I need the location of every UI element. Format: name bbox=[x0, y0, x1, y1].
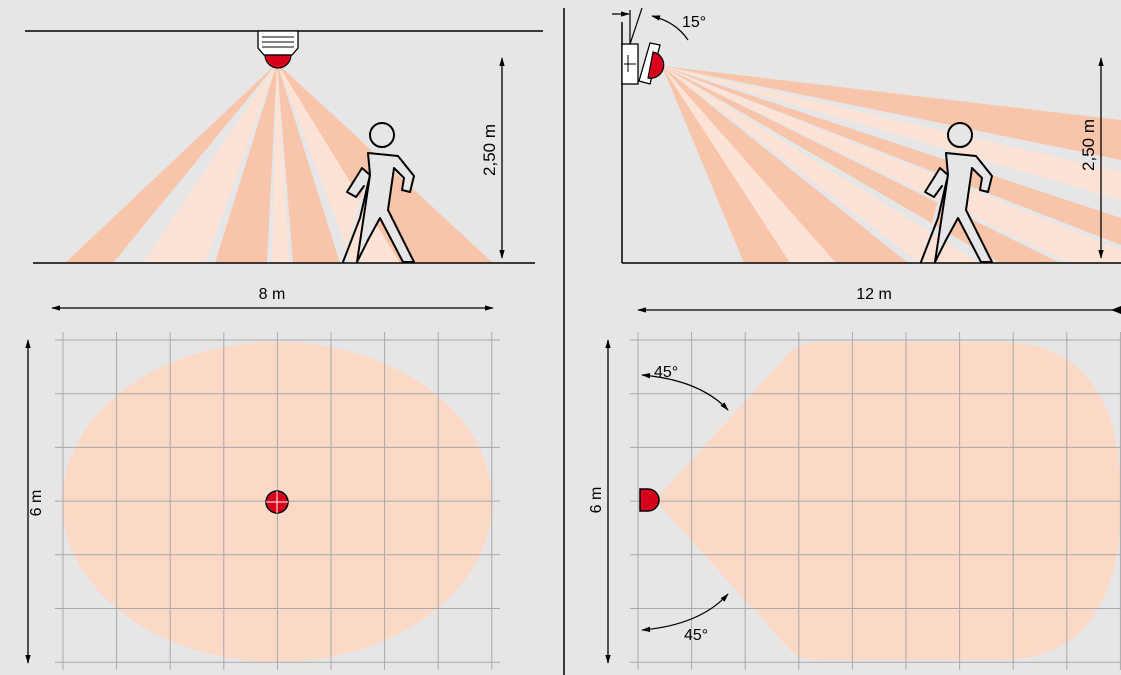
ceiling-grid bbox=[55, 332, 500, 670]
ceiling-beams bbox=[65, 63, 493, 263]
wall-width-dimension: 12 m bbox=[637, 286, 1121, 314]
sensor-dot-icon bbox=[265, 490, 289, 514]
wall-depth-label: 6 m bbox=[588, 487, 605, 514]
depth-label: 6 m bbox=[28, 490, 45, 517]
person-icon bbox=[920, 122, 993, 263]
wall-width-label: 12 m bbox=[856, 286, 892, 303]
sensor-half-dome-icon bbox=[639, 488, 660, 512]
wall-side-view: 15° 2,50 m 12 m bbox=[612, 7, 1121, 314]
height-dimension: 2,50 m bbox=[480, 57, 505, 259]
angle-lower-label: 45° bbox=[684, 627, 708, 644]
width-label: 8 m bbox=[259, 286, 286, 303]
angle-lower-indicator: 45° bbox=[641, 593, 729, 644]
wall-top-view: 6 m 45° 45° bbox=[588, 332, 1121, 670]
person-icon bbox=[342, 122, 415, 263]
angle-upper-indicator: 45° bbox=[641, 364, 729, 411]
wall-height-dimension: 2,50 m bbox=[1079, 57, 1104, 259]
wall-beams bbox=[662, 66, 1121, 263]
ceiling-side-view: 2,50 m 8 m bbox=[25, 30, 543, 311]
depth-dimension: 6 m bbox=[25, 339, 45, 664]
tilt-indicator: 15° bbox=[612, 7, 706, 45]
angle-upper-label: 45° bbox=[654, 364, 678, 381]
ceiling-top-view: 6 m bbox=[25, 332, 500, 670]
tilt-label: 15° bbox=[682, 14, 706, 31]
height-label: 2,50 m bbox=[480, 124, 499, 176]
width-dimension: 8 m bbox=[51, 286, 494, 311]
wall-depth-dimension: 6 m bbox=[588, 339, 611, 664]
wall-sensor-icon bbox=[621, 42, 665, 85]
ceiling-sensor-icon bbox=[257, 30, 299, 69]
wall-height-label: 2,50 m bbox=[1079, 119, 1098, 171]
